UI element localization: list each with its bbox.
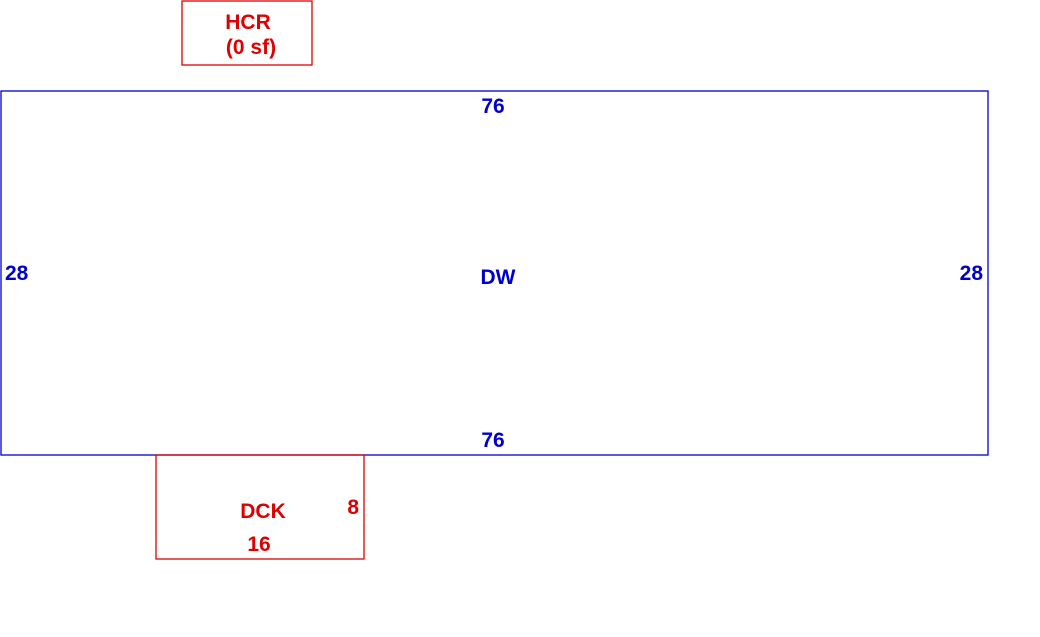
dwelling-right-dimension: 28 bbox=[960, 262, 984, 285]
deck-code-label: DCK bbox=[240, 500, 286, 523]
dwelling-area[interactable]: 76 28 DW 28 76 bbox=[0, 90, 989, 456]
dwelling-outline bbox=[0, 90, 989, 456]
dwelling-top-dimension: 76 bbox=[481, 95, 504, 118]
deck-bottom-dimension: 16 bbox=[247, 533, 270, 556]
deck-area[interactable]: DCK 8 16 bbox=[155, 454, 365, 560]
dwelling-code-label: DW bbox=[481, 266, 516, 289]
deck-right-dimension: 8 bbox=[347, 496, 359, 519]
dwelling-left-dimension: 28 bbox=[5, 262, 29, 285]
dwelling-bottom-dimension: 76 bbox=[481, 429, 504, 452]
hcr-code-label: HCR bbox=[225, 11, 271, 34]
hcr-area[interactable]: HCR (0 sf) bbox=[181, 0, 313, 66]
hcr-area-label: (0 sf) bbox=[226, 36, 276, 59]
hcr-outline bbox=[181, 0, 313, 66]
deck-outline bbox=[155, 454, 365, 560]
